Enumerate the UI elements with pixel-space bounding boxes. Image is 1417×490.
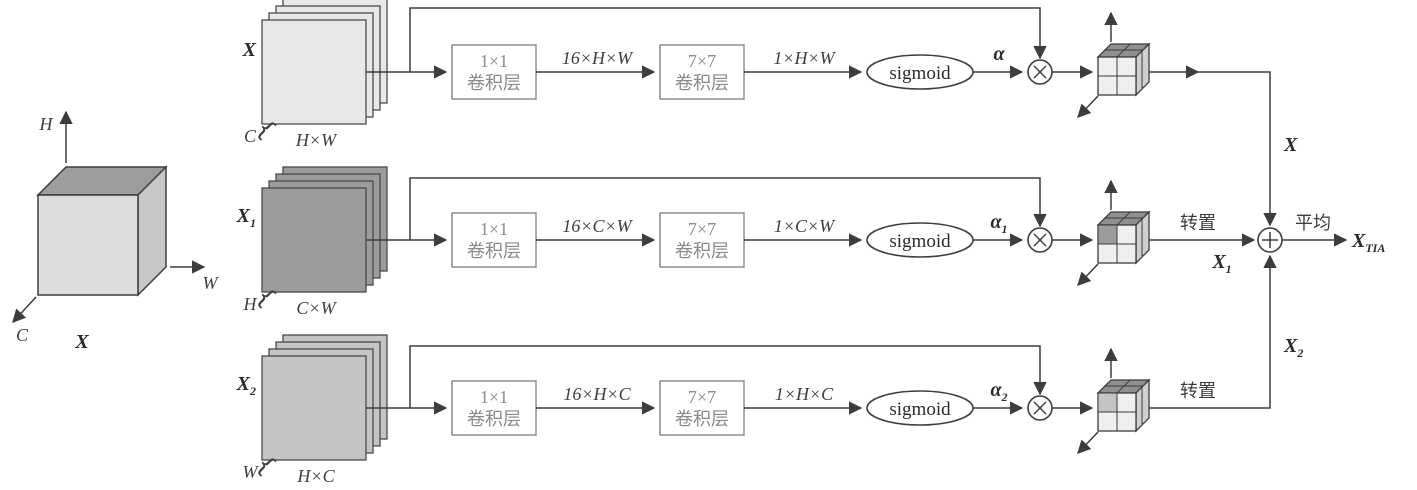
axis-h-label: H xyxy=(39,114,54,134)
b2-post-dims-label: 1×C×W xyxy=(774,216,836,236)
b3-sigmoid-label: sigmoid xyxy=(889,399,951,420)
b3-conv7x7-name-label: 卷积层 xyxy=(675,409,729,429)
b3-stack-label: X2 xyxy=(236,373,256,398)
b3-conv1x1-name-label: 卷积层 xyxy=(467,409,521,429)
b2-depth-label: H xyxy=(243,294,258,314)
b1-stack-layer xyxy=(261,19,367,125)
b3-cube-grid xyxy=(1116,379,1131,394)
b3-conv7x7-kernel-label: 7×7 xyxy=(688,387,716,407)
b1-out-label: X xyxy=(1283,134,1298,156)
axis-c-label: C xyxy=(16,325,29,345)
b3-transpose-label: 转置 xyxy=(1180,381,1216,401)
branch-3: X2 { W H×C 1×1 卷积层 16×H×C 7×7 卷积层 1×H×C … xyxy=(236,254,1303,486)
b3-multiply-cross xyxy=(1033,401,1047,415)
b1-post-dims-label: 1×H×W xyxy=(773,48,836,68)
b2-conv7x7-kernel-label: 7×7 xyxy=(688,219,716,239)
axis-w-label: W xyxy=(203,273,220,293)
b3-conv1x1-kernel-label: 1×1 xyxy=(480,387,508,407)
b2-cube-grid xyxy=(1116,211,1131,226)
b2-multiply-cross xyxy=(1033,233,1047,247)
b2-stack-label: X1 xyxy=(236,205,256,230)
b1-conv7x7-box xyxy=(659,44,745,100)
branch-2: X1 { H C×W 1×1 卷积层 16×C×W 7×7 卷积层 1×C×W … xyxy=(236,166,1256,318)
input-cube-front-face xyxy=(37,194,139,296)
b2-stack-layer xyxy=(261,187,367,293)
input-tensor-label: X xyxy=(74,331,89,353)
b2-conv1x1-name-label: 卷积层 xyxy=(467,241,521,261)
b3-conv7x7-box xyxy=(659,380,745,436)
b2-conv7x7-box xyxy=(659,212,745,268)
b3-out-label: X2 xyxy=(1283,335,1303,360)
b1-conv7x7-name-label: 卷积层 xyxy=(675,73,729,93)
b3-cube-highlight-slice xyxy=(1097,392,1118,413)
b1-conv1x1-name-label: 卷积层 xyxy=(467,73,521,93)
b2-output-cube xyxy=(1077,179,1151,286)
b1-conv1x1-kernel-label: 1×1 xyxy=(480,51,508,71)
b3-skip-connection xyxy=(409,345,1047,408)
b1-alpha-label: α xyxy=(993,43,1005,65)
b3-post-dims-label: 1×H×C xyxy=(775,384,834,404)
b1-route-to-add xyxy=(1198,71,1277,227)
b3-stack-layer xyxy=(261,355,367,461)
b2-mid-dims-label: 16×C×W xyxy=(562,216,633,236)
b2-out-label: X1 xyxy=(1211,251,1231,276)
b2-cube-highlight-slice xyxy=(1097,224,1118,245)
b2-transpose-label: 转置 xyxy=(1180,213,1216,233)
branch-1: X { C H×W 1×1 卷积层 16×H×W 7×7 卷积层 1×H×W s… xyxy=(242,0,1298,227)
b2-alpha-label: α1 xyxy=(990,211,1007,236)
b3-alpha-label: α2 xyxy=(990,379,1007,404)
b1-output-cube xyxy=(1077,11,1151,118)
b1-conv1x1-box xyxy=(451,44,537,100)
b3-cube-axis-diag xyxy=(1077,431,1099,454)
b2-conv1x1-kernel-label: 1×1 xyxy=(480,219,508,239)
input-tensor: H W C X xyxy=(12,110,220,353)
b2-skip-connection xyxy=(409,177,1047,240)
b2-cube-axis-diag xyxy=(1077,263,1099,286)
b3-depth-label: W xyxy=(243,462,260,482)
b3-mid-dims-label: 16×H×C xyxy=(563,384,631,404)
b1-depth-label: C xyxy=(244,126,257,146)
average-label: 平均 xyxy=(1295,213,1331,233)
b1-skip-connection xyxy=(409,7,1047,72)
b1-stack-label: X xyxy=(242,39,257,61)
b2-conv7x7-name-label: 卷积层 xyxy=(675,241,729,261)
b1-sigmoid-label: sigmoid xyxy=(889,63,951,84)
final-output-label: XTIA xyxy=(1351,230,1385,255)
b2-face-dims-label: C×W xyxy=(296,298,337,318)
axis-c-arrow xyxy=(12,296,37,323)
fusion: 平均 XTIA xyxy=(1257,213,1385,255)
b3-output-cube xyxy=(1077,347,1151,454)
b3-route-to-add xyxy=(1149,254,1277,409)
b1-cube-axis-diag xyxy=(1077,95,1099,118)
b2-conv1x1-box xyxy=(451,212,537,268)
b1-multiply-cross xyxy=(1033,65,1047,79)
b2-sigmoid-label: sigmoid xyxy=(889,231,951,252)
b1-face-dims-label: H×W xyxy=(295,130,338,150)
b1-cube-grid xyxy=(1116,43,1131,58)
b1-conv7x7-kernel-label: 7×7 xyxy=(688,51,716,71)
b1-mid-dims-label: 16×H×W xyxy=(562,48,634,68)
b3-conv1x1-box xyxy=(451,380,537,436)
b3-face-dims-label: H×C xyxy=(296,466,335,486)
